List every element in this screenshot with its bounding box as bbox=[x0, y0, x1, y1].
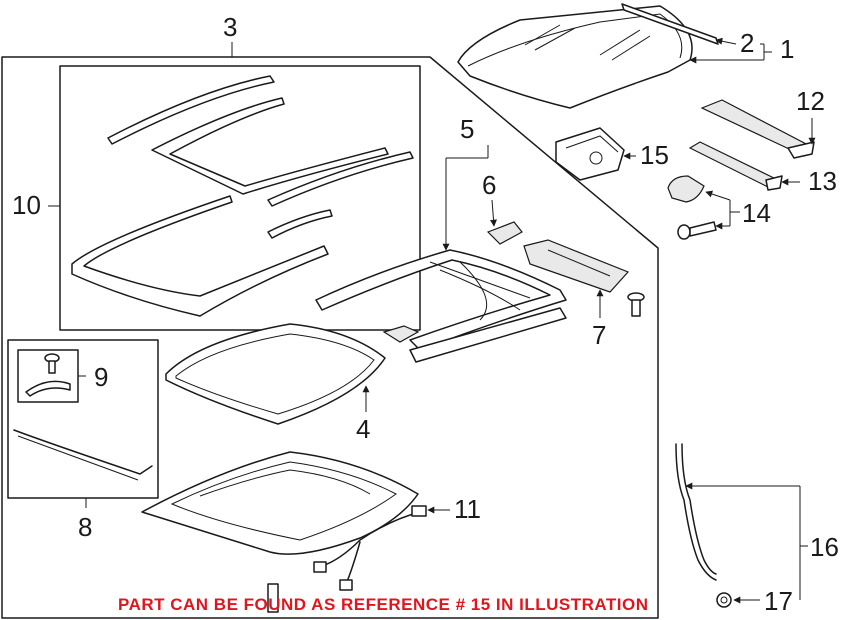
callout-11: 11 bbox=[454, 494, 481, 524]
deflector-seal-set bbox=[59, 65, 421, 331]
callout-12: 12 bbox=[796, 86, 825, 116]
callout-2: 2 bbox=[740, 28, 754, 58]
sunroof-motor bbox=[555, 127, 625, 181]
callout-6: 6 bbox=[482, 170, 496, 200]
screw-and-clip bbox=[17, 349, 79, 403]
bolt bbox=[627, 292, 645, 317]
drain-hose-inner bbox=[681, 443, 717, 575]
clip bbox=[486, 221, 523, 245]
callout-10: 10 bbox=[12, 190, 41, 220]
callout-17: 17 bbox=[764, 586, 793, 616]
wiring-harness bbox=[267, 505, 427, 613]
callout-9: 9 bbox=[94, 362, 108, 392]
glass-panel bbox=[457, 5, 693, 109]
reference-note: PART CAN BE FOUND AS REFERENCE # 15 IN I… bbox=[118, 595, 649, 614]
callout-1: 1 bbox=[780, 34, 794, 64]
callout-5: 5 bbox=[460, 114, 474, 144]
callout-8: 8 bbox=[78, 512, 92, 542]
callout-14: 14 bbox=[742, 198, 771, 228]
drain-hose bbox=[675, 443, 717, 581]
bracket bbox=[382, 325, 420, 343]
drain-hose-box bbox=[7, 339, 159, 499]
callout-13: 13 bbox=[808, 166, 837, 196]
seal-strip bbox=[13, 429, 153, 475]
callout-15: 15 bbox=[640, 140, 669, 170]
guide-rail bbox=[523, 239, 630, 293]
assembly-outline bbox=[1, 56, 659, 619]
screw bbox=[677, 221, 717, 240]
rear-bracket bbox=[700, 99, 815, 159]
sunroof-glass bbox=[165, 323, 386, 425]
hose-clip bbox=[716, 592, 732, 608]
sunroof-frame bbox=[315, 249, 567, 363]
seal-strip-inner bbox=[17, 435, 139, 481]
lower-frame bbox=[141, 451, 419, 555]
side-bracket bbox=[688, 141, 783, 191]
callout-16: 16 bbox=[810, 532, 839, 562]
callout-7: 7 bbox=[592, 320, 606, 350]
cover-cap bbox=[667, 175, 705, 203]
callout-4: 4 bbox=[356, 414, 370, 444]
callout-3: 3 bbox=[223, 12, 237, 42]
